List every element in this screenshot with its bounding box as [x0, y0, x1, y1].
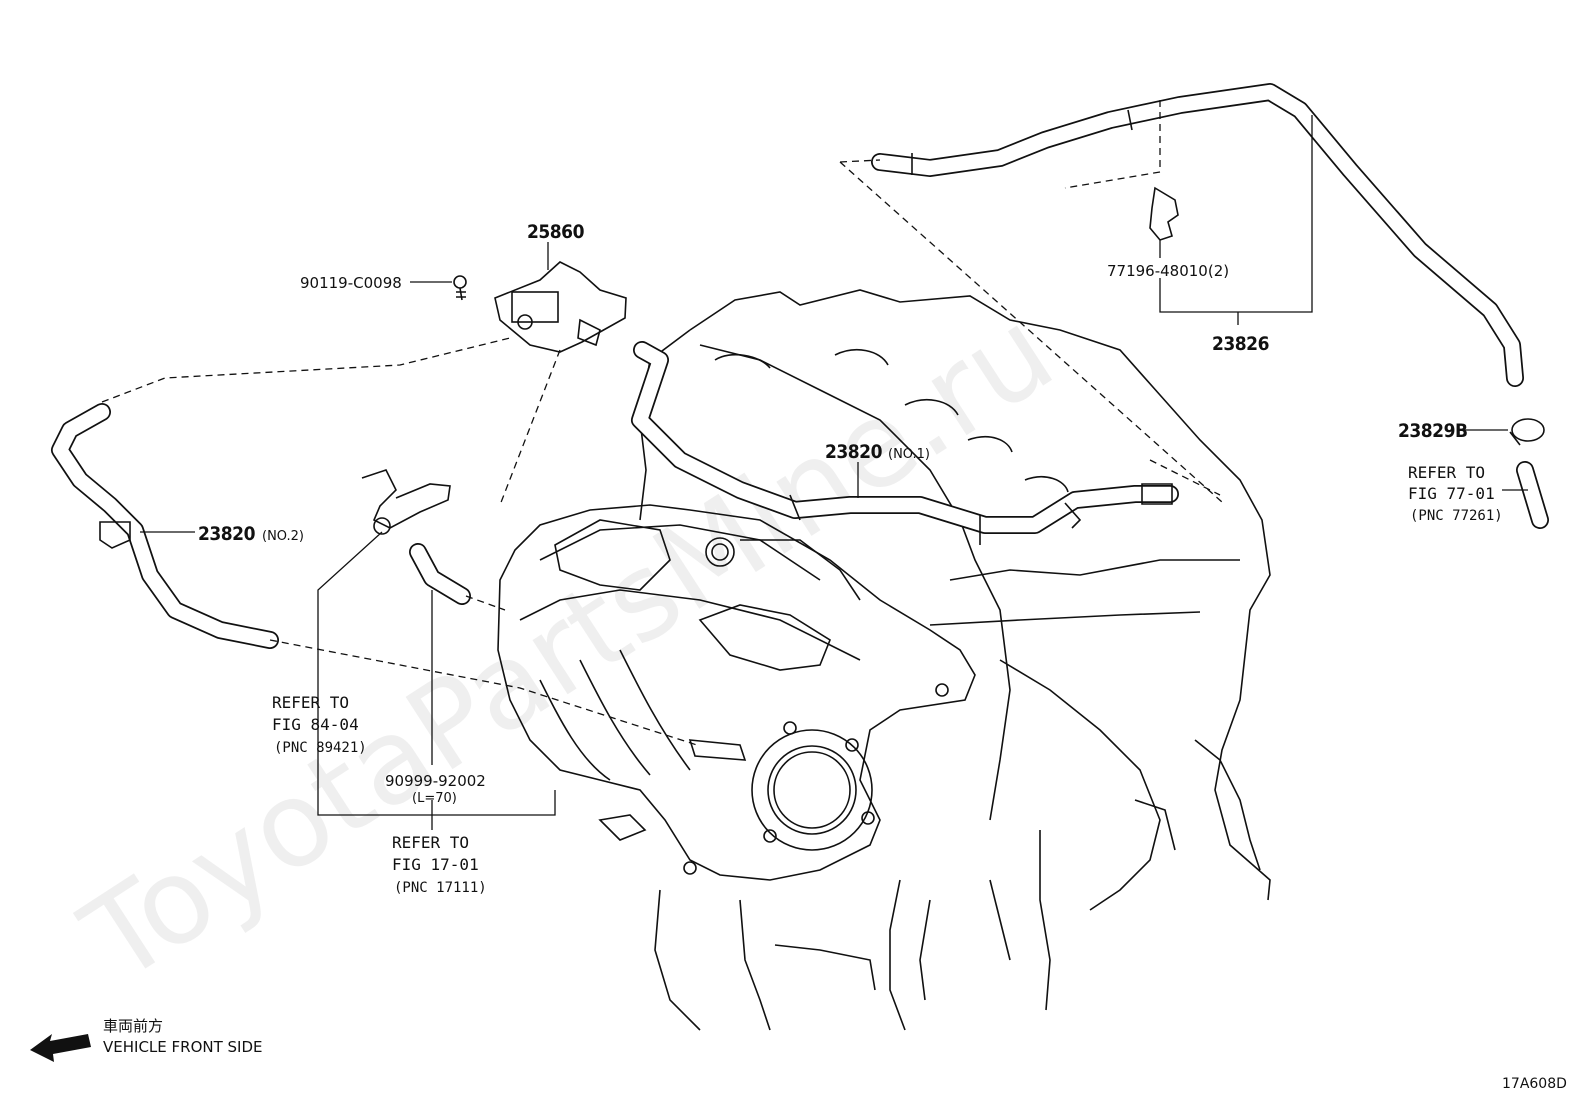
label-25860: 25860 — [527, 221, 585, 243]
label-no2: (NO.2) — [262, 529, 304, 544]
hose-23820-no1 — [631, 341, 1179, 545]
ref-84-04-line1: REFER TO — [272, 693, 349, 712]
label-77196-48010: 77196-48010(2) — [1107, 262, 1229, 280]
label-90999-92002: 90999-92002 — [385, 772, 486, 790]
label-23820-no1: 23820 — [825, 441, 883, 463]
dashed-connections — [101, 100, 1223, 747]
ref-77-01-line1: REFER TO — [1408, 463, 1485, 482]
hose-pnc77261 — [1516, 461, 1549, 529]
hose-90999 — [409, 543, 471, 605]
label-90119-c0098: 90119-C0098 — [300, 274, 402, 292]
label-23826: 23826 — [1212, 333, 1269, 355]
front-arrow-icon — [30, 1034, 91, 1062]
front-label-jp: 車両前方 — [103, 1017, 163, 1035]
ref-17-01-line2: FIG 17-01 — [392, 855, 479, 874]
front-label-en: VEHICLE FRONT SIDE — [103, 1038, 263, 1056]
ref-84-04-line2: FIG 84-04 — [272, 715, 359, 734]
hose-23820-no2 — [51, 403, 279, 649]
bolt-90119 — [453, 275, 467, 301]
label-l70: (L=70) — [412, 791, 457, 806]
sensor-connector — [361, 469, 451, 535]
hose-23826 — [871, 83, 1524, 387]
intake-manifold — [497, 504, 976, 881]
engine-outline — [639, 289, 1271, 1031]
ref-17-01-line3: (PNC 17111) — [394, 880, 487, 896]
label-23829b: 23829B — [1398, 420, 1468, 442]
ref-17-01-line1: REFER TO — [392, 833, 469, 852]
clamp-23829b — [1509, 418, 1545, 446]
leader-lines — [140, 115, 1528, 830]
label-23820-no2: 23820 — [198, 523, 256, 545]
ref-84-04-line3: (PNC 89421) — [274, 740, 367, 756]
label-no1: (NO.1) — [888, 447, 930, 462]
ref-77-01-line2: FIG 77-01 — [1408, 484, 1495, 503]
vsv-25860 — [494, 261, 627, 353]
ref-77-01-line3: (PNC 77261) — [1410, 508, 1503, 524]
watermark-text: ToyotaPartsMine.ru — [59, 282, 1076, 1009]
clip-77196 — [1149, 186, 1179, 241]
figure-code: 17A608D — [1502, 1076, 1567, 1092]
